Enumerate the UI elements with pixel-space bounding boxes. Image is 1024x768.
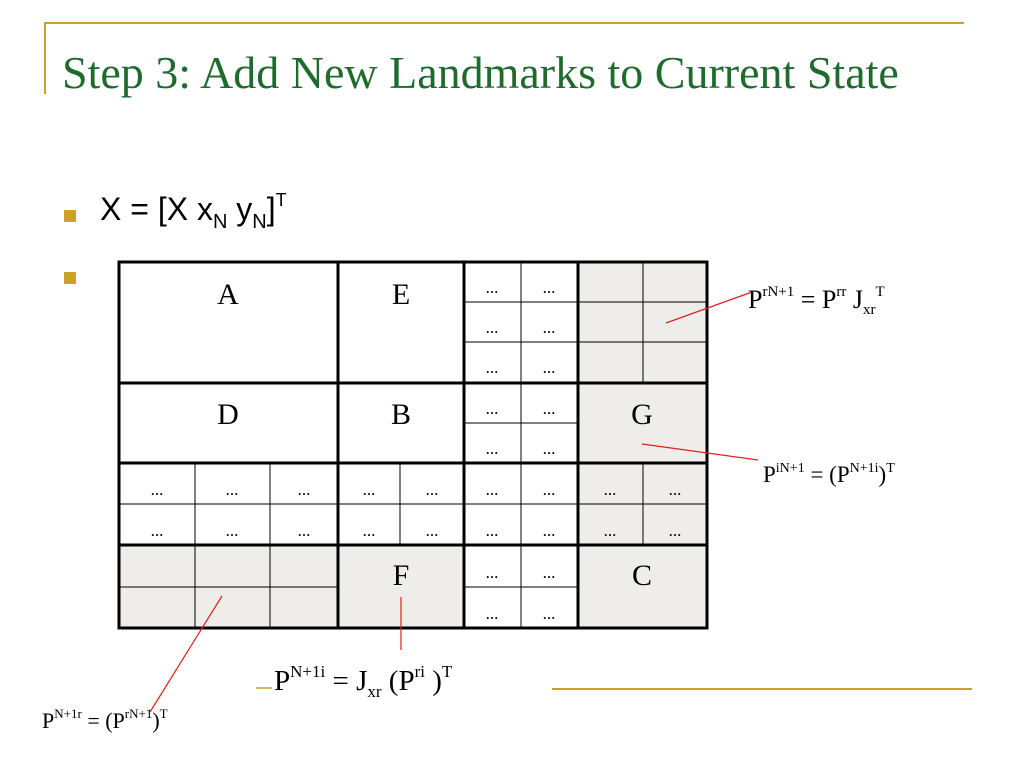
ellipsis: ... [543,521,556,540]
ellipsis: ... [298,480,311,499]
equation-nr: PN+1r = (PrN+1)T [42,706,168,733]
ellipsis: ... [486,358,499,377]
eq-x: X [100,191,122,227]
ellipsis: ... [486,439,499,458]
block-d-label: D [217,398,239,431]
thick-grid-lines [117,260,709,630]
block-c-label: C [632,559,652,592]
ellipsis: ... [151,480,164,499]
equation-ni: PN+1i = Jxr (Pri )T [274,662,453,701]
ellipsis: ... [486,480,499,499]
ellipsis: ... [669,521,682,540]
ellipsis: ... [151,521,164,540]
block-e-label: E [392,278,410,311]
ellipsis: ... [426,521,439,540]
ellipsis: ... [298,521,311,540]
ellipsis: ... [226,521,239,540]
shaded-regions [119,262,707,628]
ellipsis: ... [363,480,376,499]
leader-lines [149,291,759,713]
shade-c [578,545,707,628]
block-a-label: A [217,278,239,311]
ellipsis: ... [543,439,556,458]
eq-sub-n2: N [252,211,267,233]
leader-rn [665,291,753,324]
ellipsis: ... [543,358,556,377]
ellipsis: ... [543,318,556,337]
block-g-label: G [631,398,653,431]
equation-in: PiN+1 = (PN+1i)T [763,461,895,487]
ellipsis: ... [226,480,239,499]
ellipsis: ... [543,480,556,499]
block-f-label: F [393,559,410,592]
eq-sub-n1: N [212,211,228,233]
ellipsis: ... [669,480,682,499]
accent-line-bottom [552,688,972,690]
ellipsis: ... [543,278,556,297]
ellipsis: ... [604,480,617,499]
eq-sup-t: T [275,190,287,210]
thin-grid-lines [119,262,707,628]
ellipsis: ... [486,399,499,418]
ellipsis: ... [426,480,439,499]
ellipsis: ... [486,563,499,582]
eq-y: y [227,191,253,227]
ellipsis-cells: ... ... ... ... ... ... ... ... ... ... … [151,278,682,623]
ellipsis: ... [486,521,499,540]
eq-close: ] [266,191,276,227]
equation-rn: PrN+1 = Prr JxrT [748,284,885,318]
ellipsis: ... [604,521,617,540]
state-vector-equation: X = [X xN yN]T [100,190,287,234]
block-b-label: B [391,398,411,431]
accent-line-left [44,22,46,94]
ellipsis: ... [486,318,499,337]
slide-title: Step 3: Add New Landmarks to Current Sta… [62,47,899,98]
ellipsis: ... [363,521,376,540]
leader-nr [149,595,223,713]
ellipsis: ... [486,278,499,297]
bullet-marker-2 [64,272,76,284]
block-labels: A E D B G F C [217,278,653,592]
accent-line-top [44,22,964,24]
ellipsis: ... [486,604,499,623]
bullet-marker-1 [64,210,76,222]
eq-equals: = [X x [121,191,213,227]
ellipsis: ... [543,563,556,582]
ellipsis: ... [543,604,556,623]
ellipsis: ... [543,399,556,418]
leader-in [641,443,759,461]
